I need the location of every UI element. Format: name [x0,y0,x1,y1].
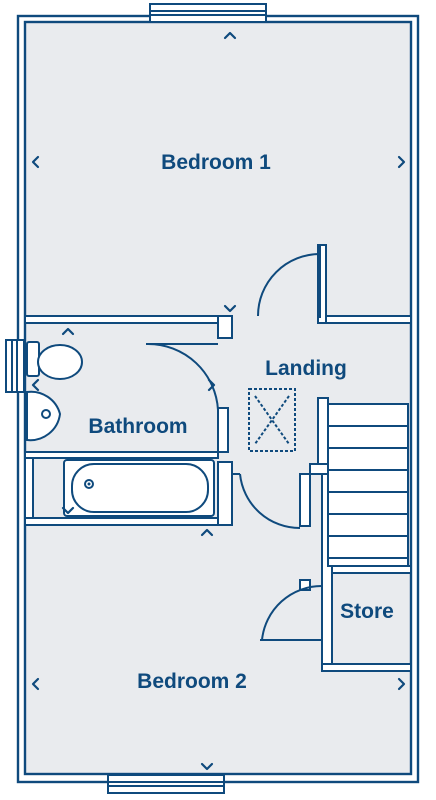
bathtub-icon [63,459,215,517]
window-top [149,3,267,23]
dimension-markers [31,31,406,771]
chevron-right-icon [397,677,406,691]
chevron-down-icon [200,762,214,771]
chevron-down-icon [61,506,75,515]
window-left [5,339,25,393]
staircase-icon [327,403,409,567]
chevron-right-icon [207,378,216,392]
internal-walls [24,244,412,672]
chevron-left-icon [31,155,40,169]
floor-area [25,22,411,774]
basin-icon [26,390,62,442]
loft-hatch-icon [248,388,296,452]
chevron-up-icon [200,528,214,537]
window-bottom [107,774,225,794]
chevron-up-icon [223,31,237,40]
chevron-down-icon [223,304,237,313]
chevron-up-icon [61,327,75,336]
room-label-landing: Landing [265,357,347,380]
chevron-right-icon [397,155,406,169]
door-swings [146,246,323,641]
room-label-bedroom-1: Bedroom 1 [161,151,271,174]
room-label-bathroom: Bathroom [88,415,187,438]
chevron-left-icon [31,378,40,392]
room-label-bedroom-2: Bedroom 2 [137,670,247,693]
chevron-left-icon [31,677,40,691]
toilet-icon [26,341,83,380]
room-label-store: Store [340,600,394,623]
